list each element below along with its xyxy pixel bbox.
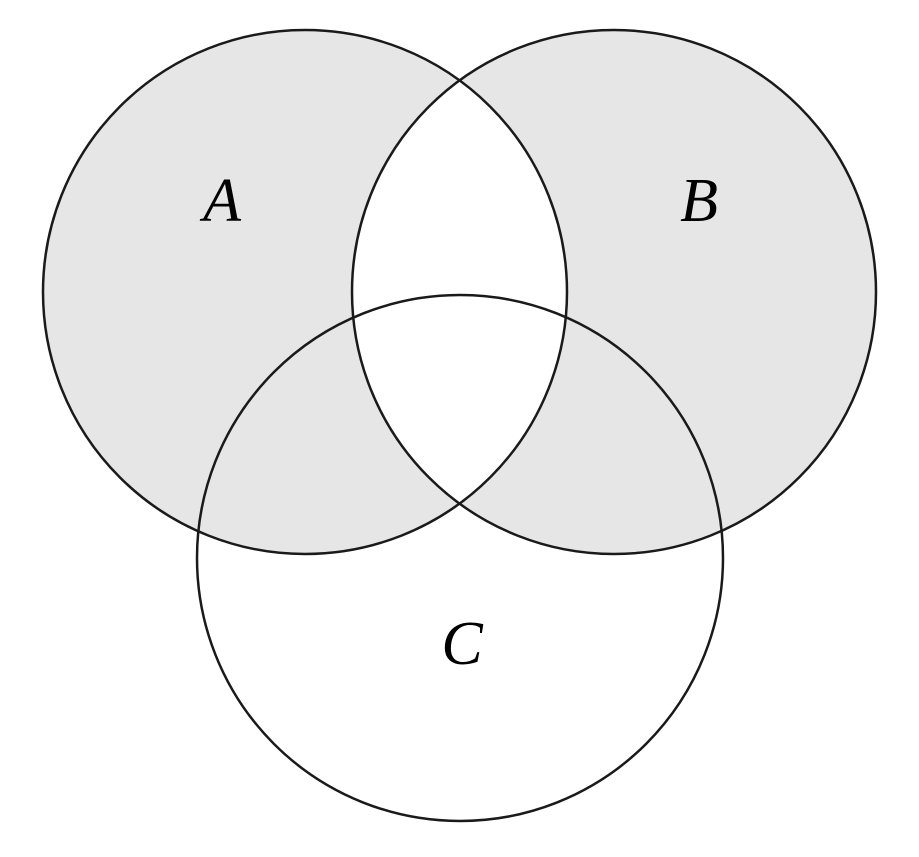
circle-outline-set-b[interactable] bbox=[350, 28, 878, 556]
set-label-b: B bbox=[680, 167, 718, 235]
region-fill-set-b bbox=[352, 30, 876, 554]
shaded-region-group bbox=[43, 30, 876, 554]
set-label-a: A bbox=[199, 167, 242, 235]
set-label-group: A B C bbox=[199, 167, 718, 678]
circle-outline-set-c[interactable] bbox=[195, 293, 725, 823]
set-label-c: C bbox=[441, 610, 483, 678]
circle-outline-set-a[interactable] bbox=[41, 28, 569, 556]
circle-outline-group bbox=[41, 28, 878, 823]
